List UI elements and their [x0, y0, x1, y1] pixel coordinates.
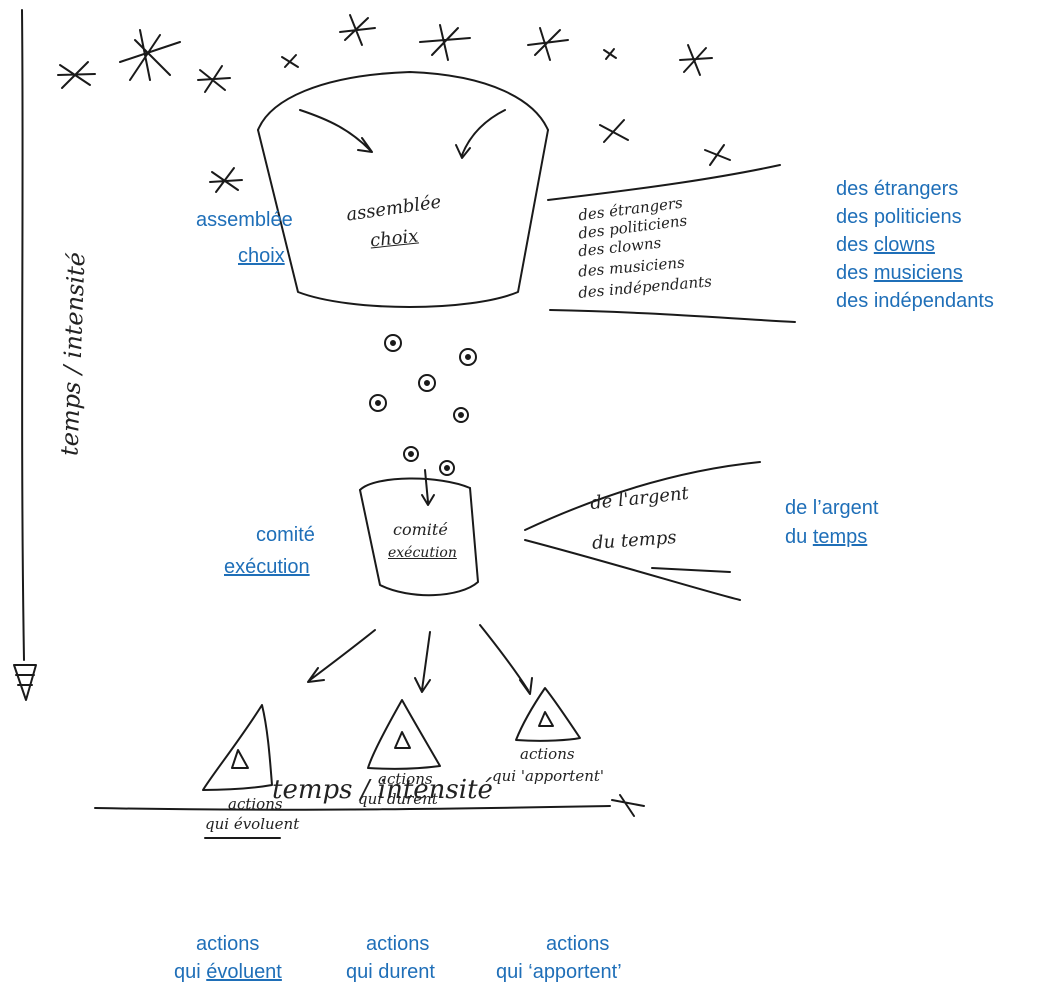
star-icon: [281, 54, 299, 68]
label-actions-1-prefix: qui: [174, 961, 207, 983]
sketch-triangle-2-line2: qui durent: [358, 790, 438, 808]
star-icon: [704, 144, 731, 166]
label-people-3: des clowns: [836, 233, 935, 258]
label-people-2-prefix: des: [836, 206, 874, 228]
label-people-3-word: clowns: [873, 234, 935, 256]
label-actions-2-line2: qui durent: [346, 961, 435, 983]
label-actions-1-word: évoluent: [206, 961, 282, 983]
star-icon: [57, 61, 96, 89]
people-sheet: [547, 164, 796, 323]
label-assembly-line1: assemblée: [196, 209, 293, 231]
label-people-5: des indépendants: [836, 289, 994, 314]
star-icon: [599, 119, 629, 143]
star-icon: [119, 29, 181, 81]
sketch-triangle-1-line2: qui évoluent: [205, 815, 300, 833]
star-icon: [197, 65, 231, 93]
sketch-triangle-1-line1: actions: [228, 795, 283, 813]
label-committee-line1: comité: [256, 524, 315, 546]
star-icon: [419, 24, 471, 61]
label-people-5-word: indépendants: [873, 290, 994, 312]
star-icon: [527, 27, 569, 61]
sketch-funnel-bottom-line2: exécution: [388, 545, 457, 561]
star-icons: [57, 14, 731, 817]
triangle-3: [515, 687, 581, 742]
label-people-1-word: étrangers: [873, 178, 959, 200]
horizontal-axis: [94, 805, 611, 811]
label-resources-2-word: temps: [812, 526, 868, 548]
vertical-axis: [13, 9, 37, 701]
sketch-funnel-bottom-line1: comité: [393, 520, 448, 539]
label-people-3-prefix: des: [836, 234, 874, 256]
label-actions-3-line2: qui ‘apportent’: [496, 961, 622, 983]
star-icon: [611, 794, 645, 817]
bottom-funnel: [359, 469, 479, 597]
label-actions-1-line1: actions: [196, 933, 260, 955]
label-people-1: des étrangers: [836, 177, 958, 202]
label-people-2-word: politiciens: [873, 206, 962, 228]
sketch-horizontal-axis-label: temps / intensité: [272, 775, 493, 805]
sketch-triangle-2-line1: actions: [378, 770, 433, 788]
falling-tokens: [369, 334, 477, 476]
resources-cone: [524, 461, 761, 601]
label-people-1-prefix: des: [836, 178, 874, 200]
label-actions-2-line1: actions: [366, 933, 430, 955]
star-icon: [339, 14, 376, 46]
label-assembly-line2: choix: [238, 245, 285, 267]
label-resources-2-prefix: du: [785, 526, 813, 548]
sketch-triangle-3-line1: actions: [520, 745, 575, 763]
triangle-1: [202, 704, 273, 791]
label-people-2: des politiciens: [836, 205, 962, 230]
label-actions-1-line2: qui évoluent: [174, 960, 282, 985]
arrows: [307, 624, 533, 695]
star-icon: [603, 48, 617, 60]
label-actions-3-line1: actions: [546, 933, 610, 955]
label-people-4: des musiciens: [836, 261, 963, 286]
label-people-4-prefix: des: [836, 262, 874, 284]
star-icon: [679, 44, 713, 76]
label-committee-line2: exécution: [224, 556, 310, 578]
label-people-4-word: musiciens: [873, 262, 963, 284]
triangle-2: [367, 699, 441, 770]
top-funnel: [257, 71, 549, 308]
label-people-5-prefix: des: [836, 290, 874, 312]
label-resources-2: du temps: [785, 525, 867, 550]
label-resources-1: de l’argent: [785, 497, 879, 519]
sketch-triangle-3-line2: qui 'apportent': [492, 767, 605, 785]
star-icon: [209, 167, 243, 193]
